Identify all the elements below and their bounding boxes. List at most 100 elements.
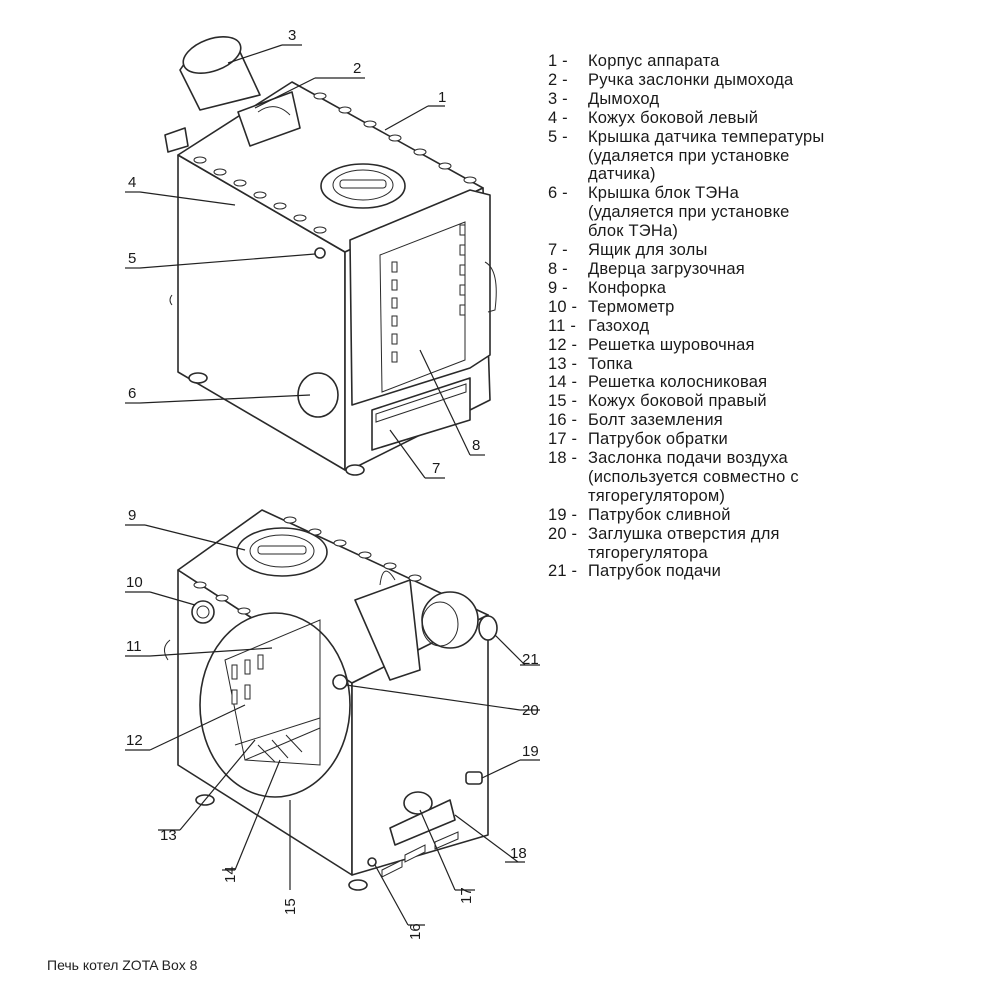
- legend-text: Заглушка отверстия для тягорегулятора: [588, 524, 780, 562]
- legend-text: Топка: [588, 354, 633, 373]
- callout-15: 15: [282, 898, 299, 915]
- chimney-pipe: [179, 35, 301, 147]
- legend-item: 10 - Термометр: [548, 298, 988, 317]
- ash-drawer: [371, 377, 471, 451]
- callout-7: 7: [432, 460, 440, 477]
- legend-number: 19 -: [548, 505, 578, 524]
- supply-pipe: [354, 570, 498, 681]
- callout-9: 9: [128, 507, 136, 524]
- legend-number: 3 -: [548, 89, 568, 108]
- legend-number: 6 -: [548, 184, 568, 203]
- legend-item: 14 - Решетка колосниковая: [548, 373, 988, 392]
- legend-number: 8 -: [548, 259, 568, 278]
- legend-item: 17 - Патрубок обратки: [548, 430, 988, 449]
- legend-item: 6 - Крышка блок ТЭНа (удаляется при устан…: [548, 184, 988, 241]
- legend-item: 11 - Газоход: [548, 317, 988, 336]
- drain-pipe: [465, 771, 483, 785]
- callout-13: 13: [160, 827, 177, 844]
- legend-number: 21 -: [548, 562, 578, 581]
- sensor-cover: [314, 247, 326, 259]
- callout-4: 4: [128, 174, 136, 191]
- legend-text: Болт заземления: [588, 411, 723, 430]
- figure-caption: Печь котел ZOTA Box 8: [47, 957, 198, 973]
- legend-number: 9 -: [548, 278, 568, 297]
- legend-number: 15 -: [548, 392, 578, 411]
- legend-number: 2 -: [548, 70, 568, 89]
- legend-text: Решетка шуровочная: [588, 335, 755, 354]
- legend-item: 2 - Ручка заслонки дымохода: [548, 71, 988, 90]
- callout-3: 3: [288, 27, 296, 44]
- legend-number: 17 -: [548, 430, 578, 449]
- callout-19: 19: [522, 743, 539, 760]
- burner-plate: [236, 527, 328, 577]
- legend-number: 18 -: [548, 449, 578, 468]
- leader-lines: [125, 44, 540, 926]
- legend-item: 5 - Крышка датчика температуры (удаляется…: [548, 128, 988, 185]
- legend-number: 14 -: [548, 373, 578, 392]
- callout-20: 20: [522, 702, 539, 719]
- callout-17: 17: [458, 887, 475, 904]
- callout-12: 12: [126, 732, 143, 749]
- legend-text: Газоход: [588, 316, 650, 335]
- legend-number: 13 -: [548, 354, 578, 373]
- callout-6: 6: [128, 385, 136, 402]
- legend-item: 3 -Дымоход: [548, 90, 988, 109]
- legend-item: 1 -Корпус аппарата: [548, 52, 988, 71]
- legend-text: Патрубок сливной: [588, 505, 731, 524]
- legend-item: 18 - Заслонка подачи воздуха (использует…: [548, 449, 988, 506]
- callout-11: 11: [126, 638, 142, 655]
- callout-14: 14: [222, 866, 239, 883]
- legend-text: Ящик для золы: [588, 241, 708, 260]
- legend-number: 1 -: [548, 52, 568, 70]
- ground-bolt: [367, 857, 377, 867]
- callout-5: 5: [128, 250, 136, 267]
- callout-numbers: 1 2 3 4 5 6 7 8 9 10 11 12 13 14 15 16 1…: [126, 27, 539, 940]
- callout-10: 10: [126, 574, 143, 591]
- legend-item: 21 -Патрубок подачи: [548, 562, 988, 581]
- legend-text: Ручка заслонки дымохода: [588, 70, 794, 89]
- legend-number: 4 -: [548, 108, 568, 127]
- legend-text: Патрубок обратки: [588, 430, 728, 449]
- legend-number: 7 -: [548, 241, 568, 260]
- callout-16: 16: [407, 923, 424, 940]
- legend-item: 7 - Ящик для золы: [548, 241, 988, 260]
- legend-item: 15 - Кожух боковой правый: [548, 392, 988, 411]
- firebox: [199, 612, 351, 798]
- callout-2: 2: [353, 60, 361, 77]
- legend-text: Крышка блок ТЭНа (удаляется при установк…: [588, 184, 790, 241]
- legend-text: Кожух боковой правый: [588, 392, 767, 411]
- left-pipe: [164, 127, 189, 153]
- legend-number: 20 -: [548, 524, 578, 543]
- legend-number: 16 -: [548, 411, 578, 430]
- return-pipe-and-damper: [381, 791, 459, 878]
- legend-item: 8 - Дверца загрузочная: [548, 260, 988, 279]
- legend-item: 13 - Топка: [548, 355, 988, 374]
- legend-text: Решетка колосниковая: [588, 373, 768, 392]
- legend-text: Кожух боковой левый: [588, 108, 759, 127]
- callout-8: 8: [472, 437, 480, 454]
- legend-item: 19 - Патрубок сливной: [548, 506, 988, 525]
- callout-21: 21: [522, 651, 539, 668]
- rim-holes: [193, 92, 477, 234]
- legend-number: 5 -: [548, 127, 568, 146]
- loading-door: [349, 189, 497, 406]
- legend-item: 9 - Конфорка: [548, 279, 988, 298]
- legend-item: 16 - Болт заземления: [548, 411, 988, 430]
- legend-number: 11 -: [548, 316, 577, 335]
- legend-text: Термометр: [588, 297, 675, 316]
- legend-text: Дверца загрузочная: [588, 259, 745, 278]
- stove-back-view: [164, 509, 498, 891]
- callout-1: 1: [438, 89, 446, 106]
- legend-number: 10 -: [548, 297, 578, 316]
- legend-item: 4 - Кожух боковой левый: [548, 109, 988, 128]
- legend-text: Крышка датчика температуры (удаляется пр…: [588, 127, 825, 184]
- legend-text: Конфорка: [588, 278, 667, 297]
- stove-front-view: [164, 35, 497, 476]
- thermometer: [191, 600, 215, 624]
- callout-18: 18: [510, 845, 527, 862]
- legend-number: 12 -: [548, 335, 578, 354]
- legend-item: 12 - Решетка шуровочная: [548, 336, 988, 355]
- regulator-plug: [332, 674, 348, 690]
